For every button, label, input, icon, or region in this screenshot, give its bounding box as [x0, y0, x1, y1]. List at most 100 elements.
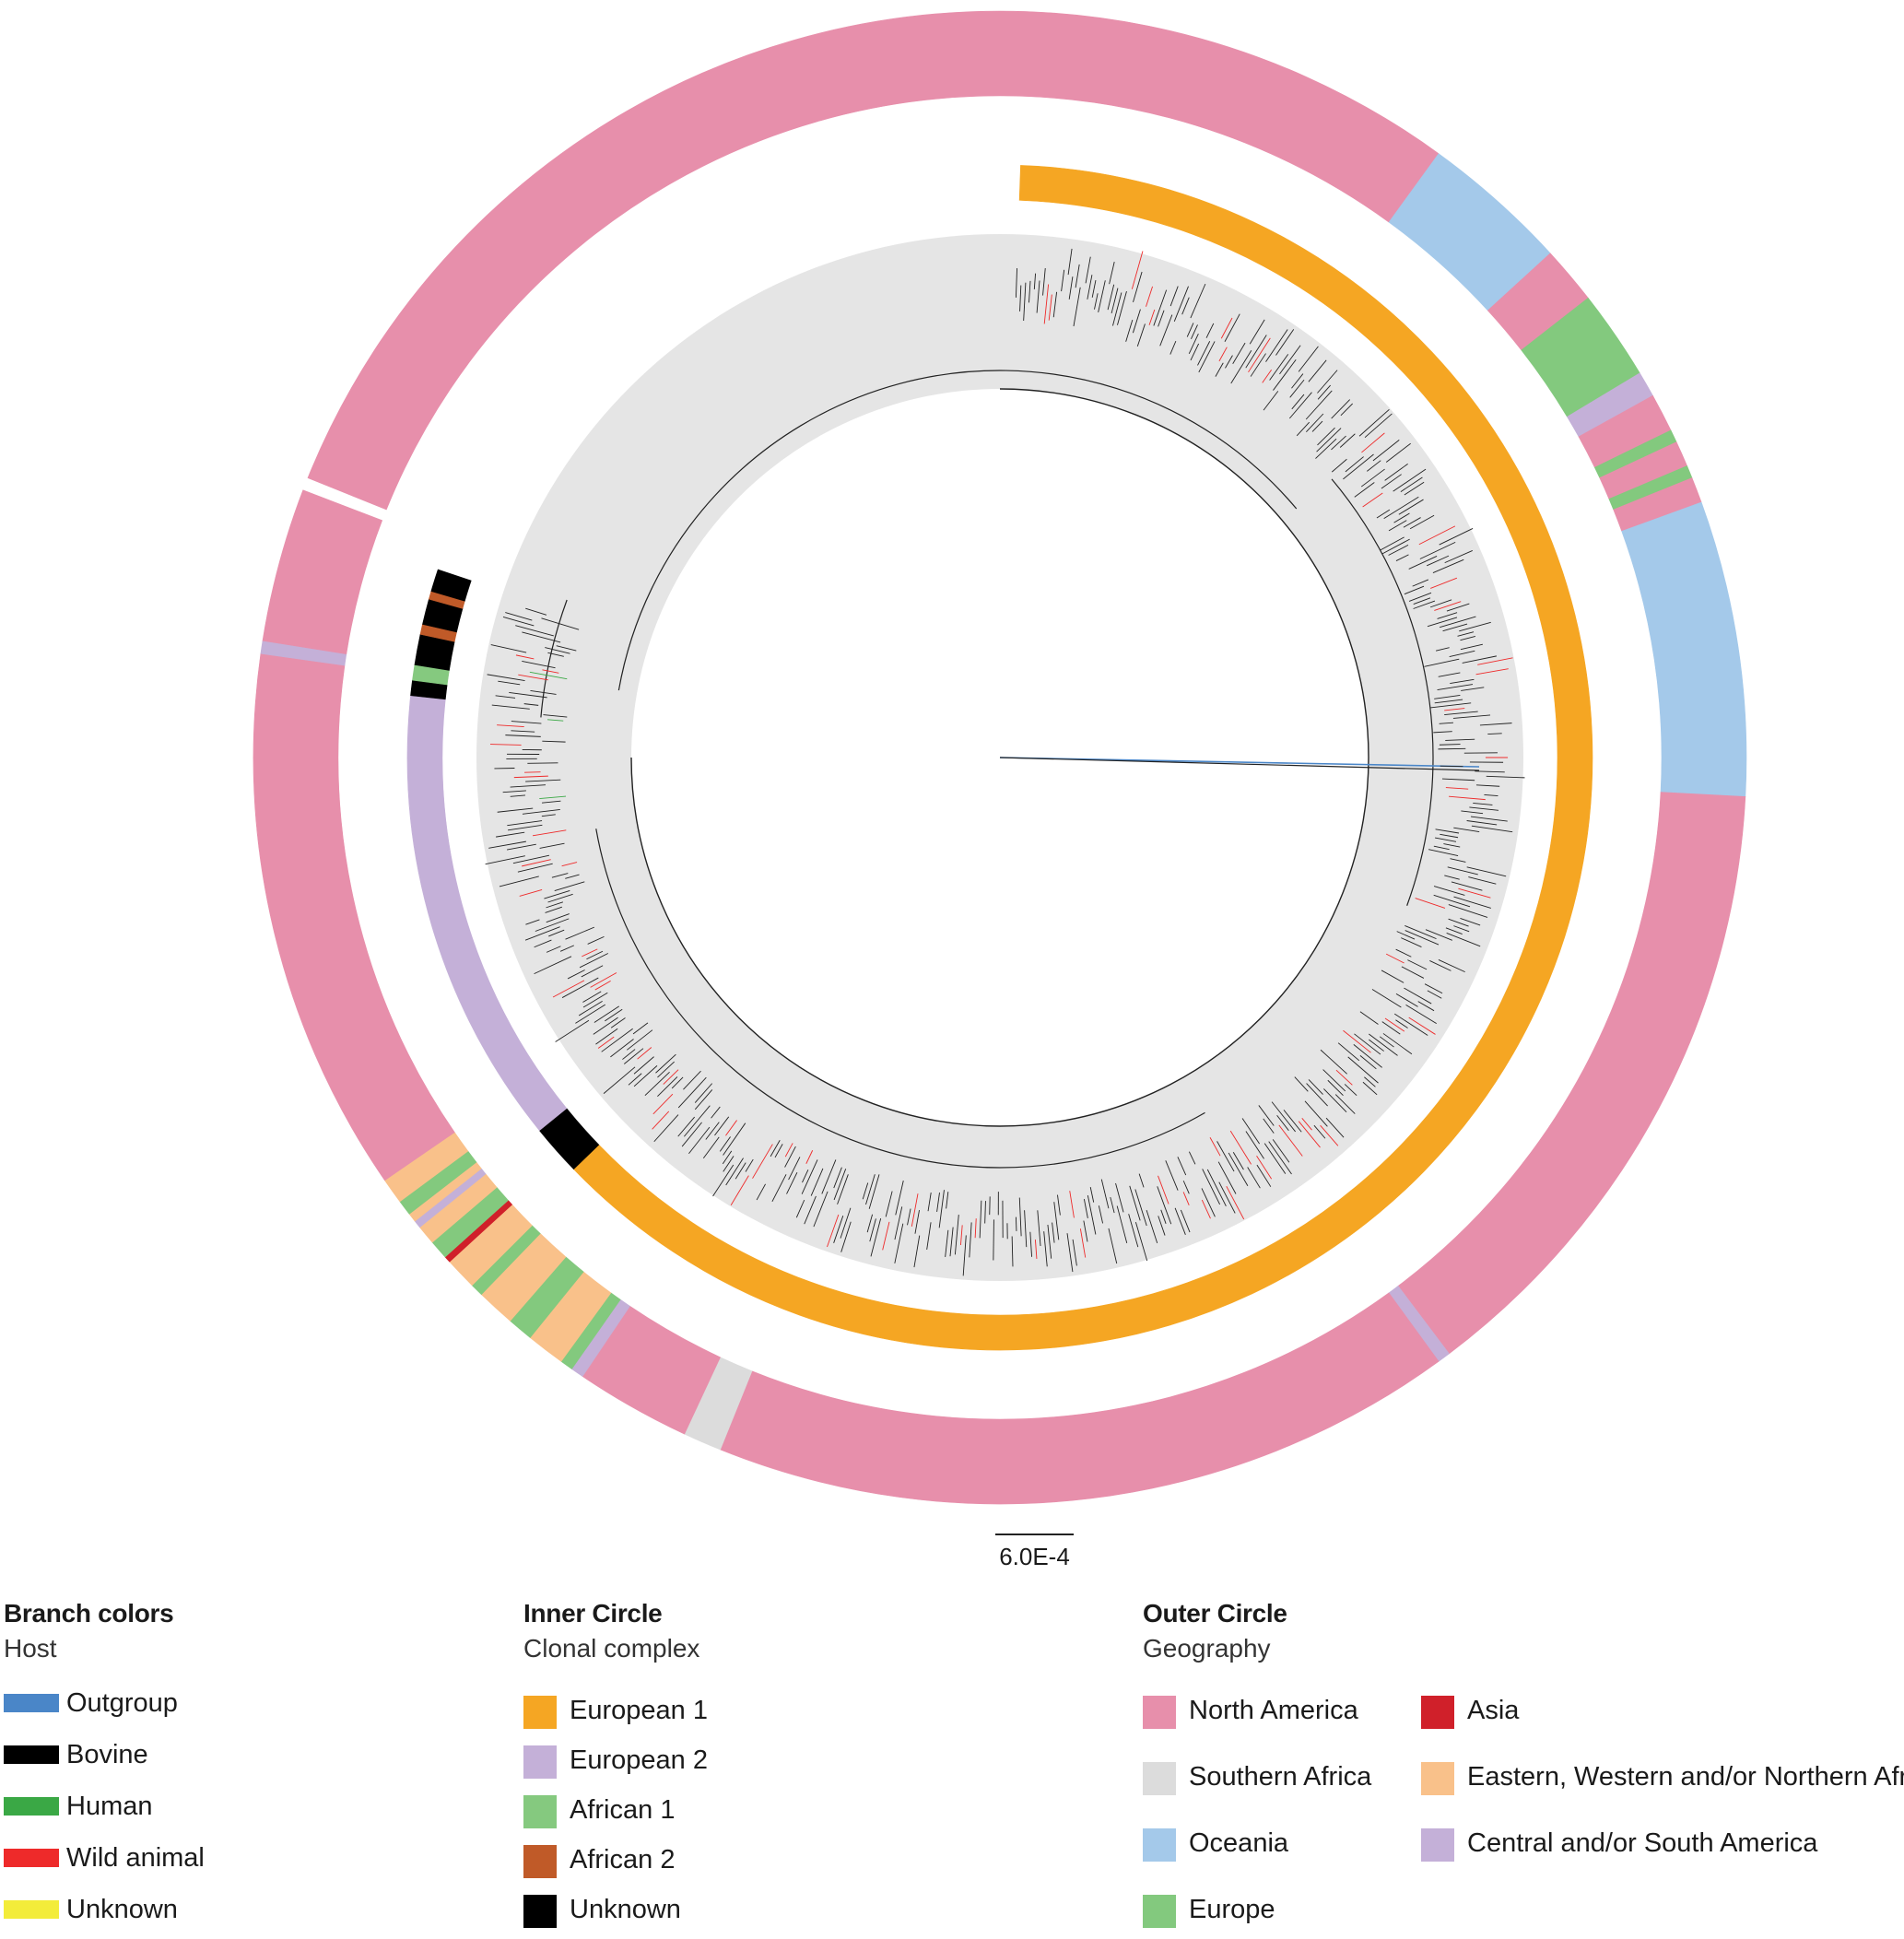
tree-branch	[1159, 314, 1173, 347]
tree-branch	[979, 1200, 982, 1239]
tree-branch	[525, 607, 547, 616]
tree-branch	[1468, 876, 1497, 885]
tree-branch	[543, 714, 568, 718]
tree-branch	[936, 1192, 940, 1213]
tree-branch	[705, 1122, 720, 1140]
tree-branch	[652, 1111, 670, 1130]
tree-clade-arc	[617, 370, 1298, 691]
tree-branch	[1308, 1079, 1323, 1095]
tree-branch	[1188, 1151, 1196, 1165]
tree-branch	[1470, 816, 1508, 822]
tree-branch	[1169, 286, 1179, 307]
tree-branch	[999, 757, 1480, 771]
tree-branch	[1433, 731, 1452, 734]
tree-branch	[525, 779, 561, 782]
tree-branch	[1353, 1044, 1382, 1068]
tree-branch	[1395, 993, 1418, 1007]
legend-swatch	[4, 1694, 59, 1712]
tree-branch	[603, 1066, 636, 1094]
tree-branch	[1315, 438, 1337, 459]
legend-swatch	[1143, 1828, 1176, 1862]
tree-branch	[655, 1053, 676, 1074]
tree-branch	[1158, 1175, 1169, 1205]
tree-branch	[1138, 1173, 1145, 1188]
tree-branch	[495, 695, 516, 699]
tree-branch	[539, 795, 567, 800]
tree-branch	[1466, 820, 1498, 826]
tree-branch	[1372, 439, 1400, 462]
tree-branch	[544, 890, 570, 899]
tree-branch	[1460, 917, 1481, 926]
tree-branch	[1475, 784, 1500, 787]
tree-branch	[1146, 286, 1153, 307]
legend-branch-title: Branch colors	[4, 1599, 174, 1628]
tree-branch	[628, 1073, 642, 1086]
tree-branch	[1477, 657, 1513, 665]
tree-branch	[1383, 496, 1419, 520]
tree-branch	[1359, 1055, 1377, 1070]
tree-branch	[1444, 875, 1460, 880]
tree-branch	[582, 991, 602, 1003]
tree-branch	[1117, 291, 1127, 325]
tree-branch	[1401, 966, 1425, 979]
tree-branch	[522, 631, 561, 643]
tree-branch	[1098, 280, 1106, 312]
tree-branch	[1441, 778, 1475, 781]
tree-branch	[1271, 1101, 1296, 1133]
tree-branch	[518, 674, 548, 681]
tree-branch	[487, 674, 525, 681]
tree-branch	[539, 842, 565, 849]
tree-branch	[1433, 845, 1450, 851]
tree-branch	[688, 1126, 711, 1155]
tree-branch	[813, 1191, 829, 1228]
tree-branch	[1434, 699, 1463, 704]
legend-inner-subtitle: Clonal complex	[523, 1634, 700, 1663]
tree-branch	[593, 1017, 618, 1035]
tree-branch	[1190, 343, 1200, 361]
tree-branch	[1444, 708, 1465, 711]
tree-branch	[1461, 810, 1484, 815]
tree-branch	[1177, 1157, 1187, 1176]
tree-branch	[1339, 433, 1356, 448]
tree-branch	[1418, 525, 1456, 546]
tree-branch	[1272, 1139, 1290, 1163]
tree-branch	[1381, 538, 1410, 555]
tree-branch	[548, 929, 565, 937]
legend-label: European 1	[570, 1696, 708, 1725]
tree-branch	[506, 843, 536, 851]
tree-branch	[1215, 362, 1224, 377]
tree-branch	[496, 831, 525, 838]
legend-branch-colors: Branch colors Host	[4, 1599, 174, 1663]
legend-swatch	[1421, 1828, 1454, 1862]
tree-branch	[1440, 616, 1476, 629]
tree-branch	[565, 926, 595, 940]
tree-branch	[1359, 1011, 1379, 1025]
tree-branch	[1048, 294, 1052, 321]
tree-branch	[1250, 353, 1266, 377]
tree-branch	[1228, 1152, 1249, 1187]
tree-branch	[1298, 346, 1319, 372]
tree-branch	[1407, 959, 1428, 970]
tree-branch	[1340, 403, 1354, 417]
tree-branch	[561, 977, 599, 998]
tree-branch	[1361, 432, 1385, 453]
tree-branch	[541, 617, 580, 630]
tree-branch	[1232, 342, 1246, 364]
tree-branch	[725, 1158, 744, 1186]
tree-branch	[1435, 837, 1457, 842]
tree-branch	[1484, 793, 1499, 797]
tree-branch	[502, 617, 535, 627]
legend-label: Oceania	[1189, 1828, 1289, 1858]
tree-branch	[1434, 601, 1462, 611]
tree-branch	[1230, 350, 1252, 384]
legend-swatch	[1421, 1762, 1454, 1795]
tree-branch	[610, 1039, 634, 1058]
tree-branch	[1011, 1236, 1014, 1267]
legend-label: Unknown	[570, 1895, 681, 1924]
tree-branch	[1245, 335, 1267, 369]
legend-outer-circle: Outer Circle Geography	[1143, 1599, 1287, 1663]
tree-branch	[1412, 579, 1429, 587]
tree-branch	[1248, 337, 1271, 373]
tree-branch	[582, 948, 598, 958]
tree-branch	[840, 1221, 852, 1252]
